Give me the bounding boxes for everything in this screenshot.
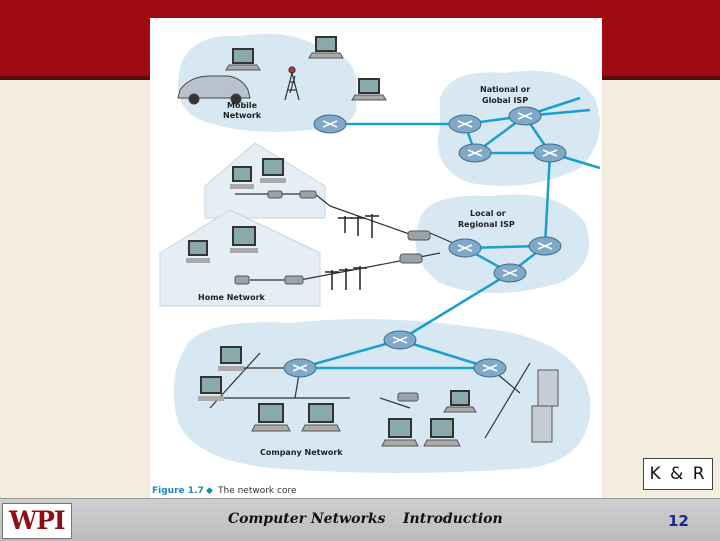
national-isp-label-2: Global ISP xyxy=(482,96,528,105)
modems xyxy=(234,190,431,402)
car xyxy=(177,75,251,105)
company-network-label: Company Network xyxy=(260,448,343,457)
figure-caption-dot: ◆ xyxy=(206,486,213,496)
wpi-logo: WPI xyxy=(2,503,72,539)
mobile-network-label-2: Network xyxy=(223,111,262,120)
figure-caption-prefix: Figure 1.7 xyxy=(152,486,204,496)
cell-tower xyxy=(284,66,300,101)
figure-caption-text: The network core xyxy=(217,486,297,496)
local-isp-label-2: Regional ISP xyxy=(458,220,515,229)
credit-text: K & R xyxy=(649,464,707,484)
national-isp-label: National or xyxy=(480,85,530,94)
computers xyxy=(186,36,477,447)
network-diagram: Mobile Network National or Global ISP Lo… xyxy=(152,33,601,496)
servers xyxy=(531,369,559,443)
page-number: 12 xyxy=(668,512,689,530)
home-network-label: Home Network xyxy=(198,293,266,302)
footer-bar xyxy=(0,498,720,541)
network-core-figure: Mobile Network National or Global ISP Lo… xyxy=(150,18,602,498)
wpi-logo-text: WPI xyxy=(9,506,66,535)
credit-box: K & R xyxy=(643,458,713,490)
home-network-house xyxy=(159,209,321,307)
company-network-cloud xyxy=(173,319,591,473)
utility-poles xyxy=(325,214,379,290)
course-title: Computer Networks xyxy=(228,511,386,527)
local-isp-label: Local or xyxy=(470,209,506,218)
mobile-network-label: Mobile xyxy=(227,101,258,110)
section-title: Introduction xyxy=(403,511,503,527)
routers xyxy=(283,106,567,378)
